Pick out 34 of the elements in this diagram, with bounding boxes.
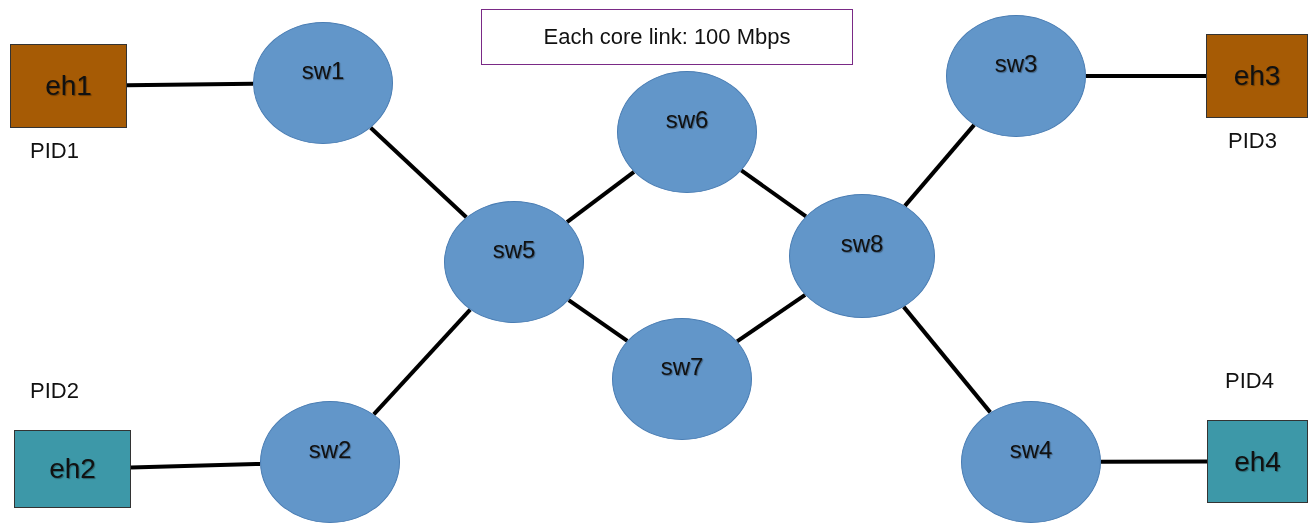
link-line xyxy=(903,123,976,208)
switch-label: sw4 xyxy=(1009,436,1053,465)
host-box xyxy=(14,430,131,508)
pid-label: PID2 xyxy=(30,378,79,404)
switch-label: sw5 xyxy=(492,236,536,265)
pid-label: PID4 xyxy=(1225,368,1274,394)
switch-label: sw3 xyxy=(994,50,1038,79)
link-line xyxy=(130,461,261,470)
host-label: eh4 xyxy=(1234,445,1281,478)
host-box xyxy=(1207,420,1308,503)
host-label: eh3 xyxy=(1233,60,1281,92)
switch-label: sw2 xyxy=(308,436,352,465)
switch-label: sw6 xyxy=(665,106,709,135)
host-label: eh1 xyxy=(45,70,92,102)
host-label: eh2 xyxy=(49,453,96,485)
link-line xyxy=(735,293,807,343)
link-line xyxy=(126,81,254,88)
link-line xyxy=(372,308,472,416)
pid-label: PID1 xyxy=(30,138,79,164)
switch-label: sw7 xyxy=(660,353,704,382)
link-line xyxy=(902,305,992,414)
note-box xyxy=(481,9,853,65)
link-line xyxy=(1086,74,1206,78)
switch-label: sw1 xyxy=(301,57,345,86)
host-box xyxy=(10,44,127,128)
switch-label: sw8 xyxy=(840,229,884,258)
link-line xyxy=(567,298,629,343)
host-box xyxy=(1206,34,1308,118)
link-line xyxy=(565,170,636,224)
pid-label: PID3 xyxy=(1228,128,1277,154)
link-line xyxy=(1101,459,1207,464)
note-text: Each core link: 100 Mbps xyxy=(543,24,791,50)
link-line xyxy=(740,168,808,218)
link-line xyxy=(369,126,468,219)
